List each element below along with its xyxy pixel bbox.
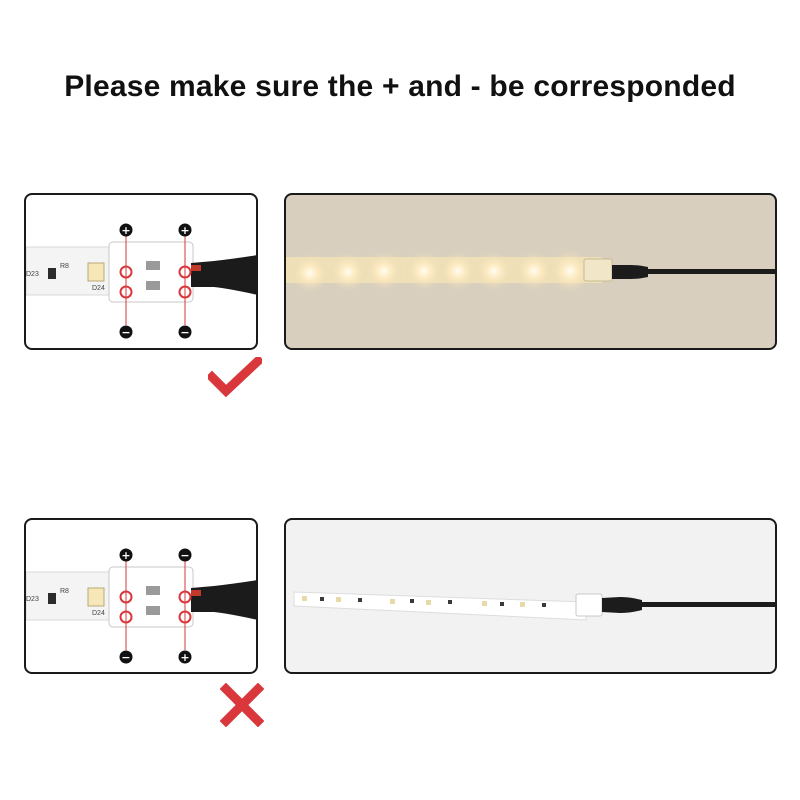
pad-marker-circle [119,265,133,279]
lit-strip-photo [284,193,777,350]
plus-icon [119,548,133,562]
plus-icon [178,650,192,664]
svg-text:+: + [121,549,130,562]
plus-icon [178,223,192,237]
pad-marker-circle [119,285,133,299]
svg-text:−: − [180,549,189,562]
pad-marker-circle [178,590,192,604]
connector-contact [146,281,160,290]
resistor-chip [48,593,56,604]
minus-icon [119,650,133,664]
resistor-label: R8 [60,263,69,270]
strip-ref-label: D23 [26,271,39,278]
led-label: D24 [92,610,105,617]
pad-marker-circle [178,610,192,624]
connector-contact [146,261,160,270]
led-chip [87,262,105,282]
unlit-led-chips [302,596,546,607]
connector-cable [602,597,642,613]
svg-text:−: − [121,651,130,664]
cross-icon [220,683,264,727]
pad-marker-circle [178,265,192,279]
check-icon [208,357,262,398]
svg-text:+: + [121,224,130,237]
pad-marker-circle [119,610,133,624]
minus-icon [119,325,133,339]
connector-contact [146,586,160,595]
led-strip-unlit [293,591,587,621]
svg-text:−: − [121,326,130,339]
led-glows [290,249,592,293]
correct-connector-closeup: D23 R8 D24 + − + − [24,193,258,350]
connector-clip [575,593,603,617]
power-cable [642,602,775,607]
svg-text:+: + [180,224,189,237]
plus-icon [119,223,133,237]
led-chip [87,587,105,607]
minus-icon [178,548,192,562]
page-title: Please make sure the + and - be correspo… [64,70,736,103]
svg-text:+: + [180,651,189,664]
resistor-chip [48,268,56,279]
unlit-strip-photo [284,518,777,674]
incorrect-connector-closeup: D23 R8 D24 + − − + [24,518,258,674]
connector-contact [146,606,160,615]
svg-text:−: − [180,326,189,339]
red-wire [191,590,201,596]
connector-cable [191,580,256,620]
minus-icon [178,325,192,339]
led-label: D24 [92,285,105,292]
red-wire [191,265,201,271]
connector-cable [191,255,256,295]
power-cable [648,269,775,274]
connector-clip [583,258,613,282]
pad-marker-circle [119,590,133,604]
resistor-label: R8 [60,588,69,595]
connector-cable [612,265,648,279]
strip-ref-label: D23 [26,596,39,603]
pad-marker-circle [178,285,192,299]
